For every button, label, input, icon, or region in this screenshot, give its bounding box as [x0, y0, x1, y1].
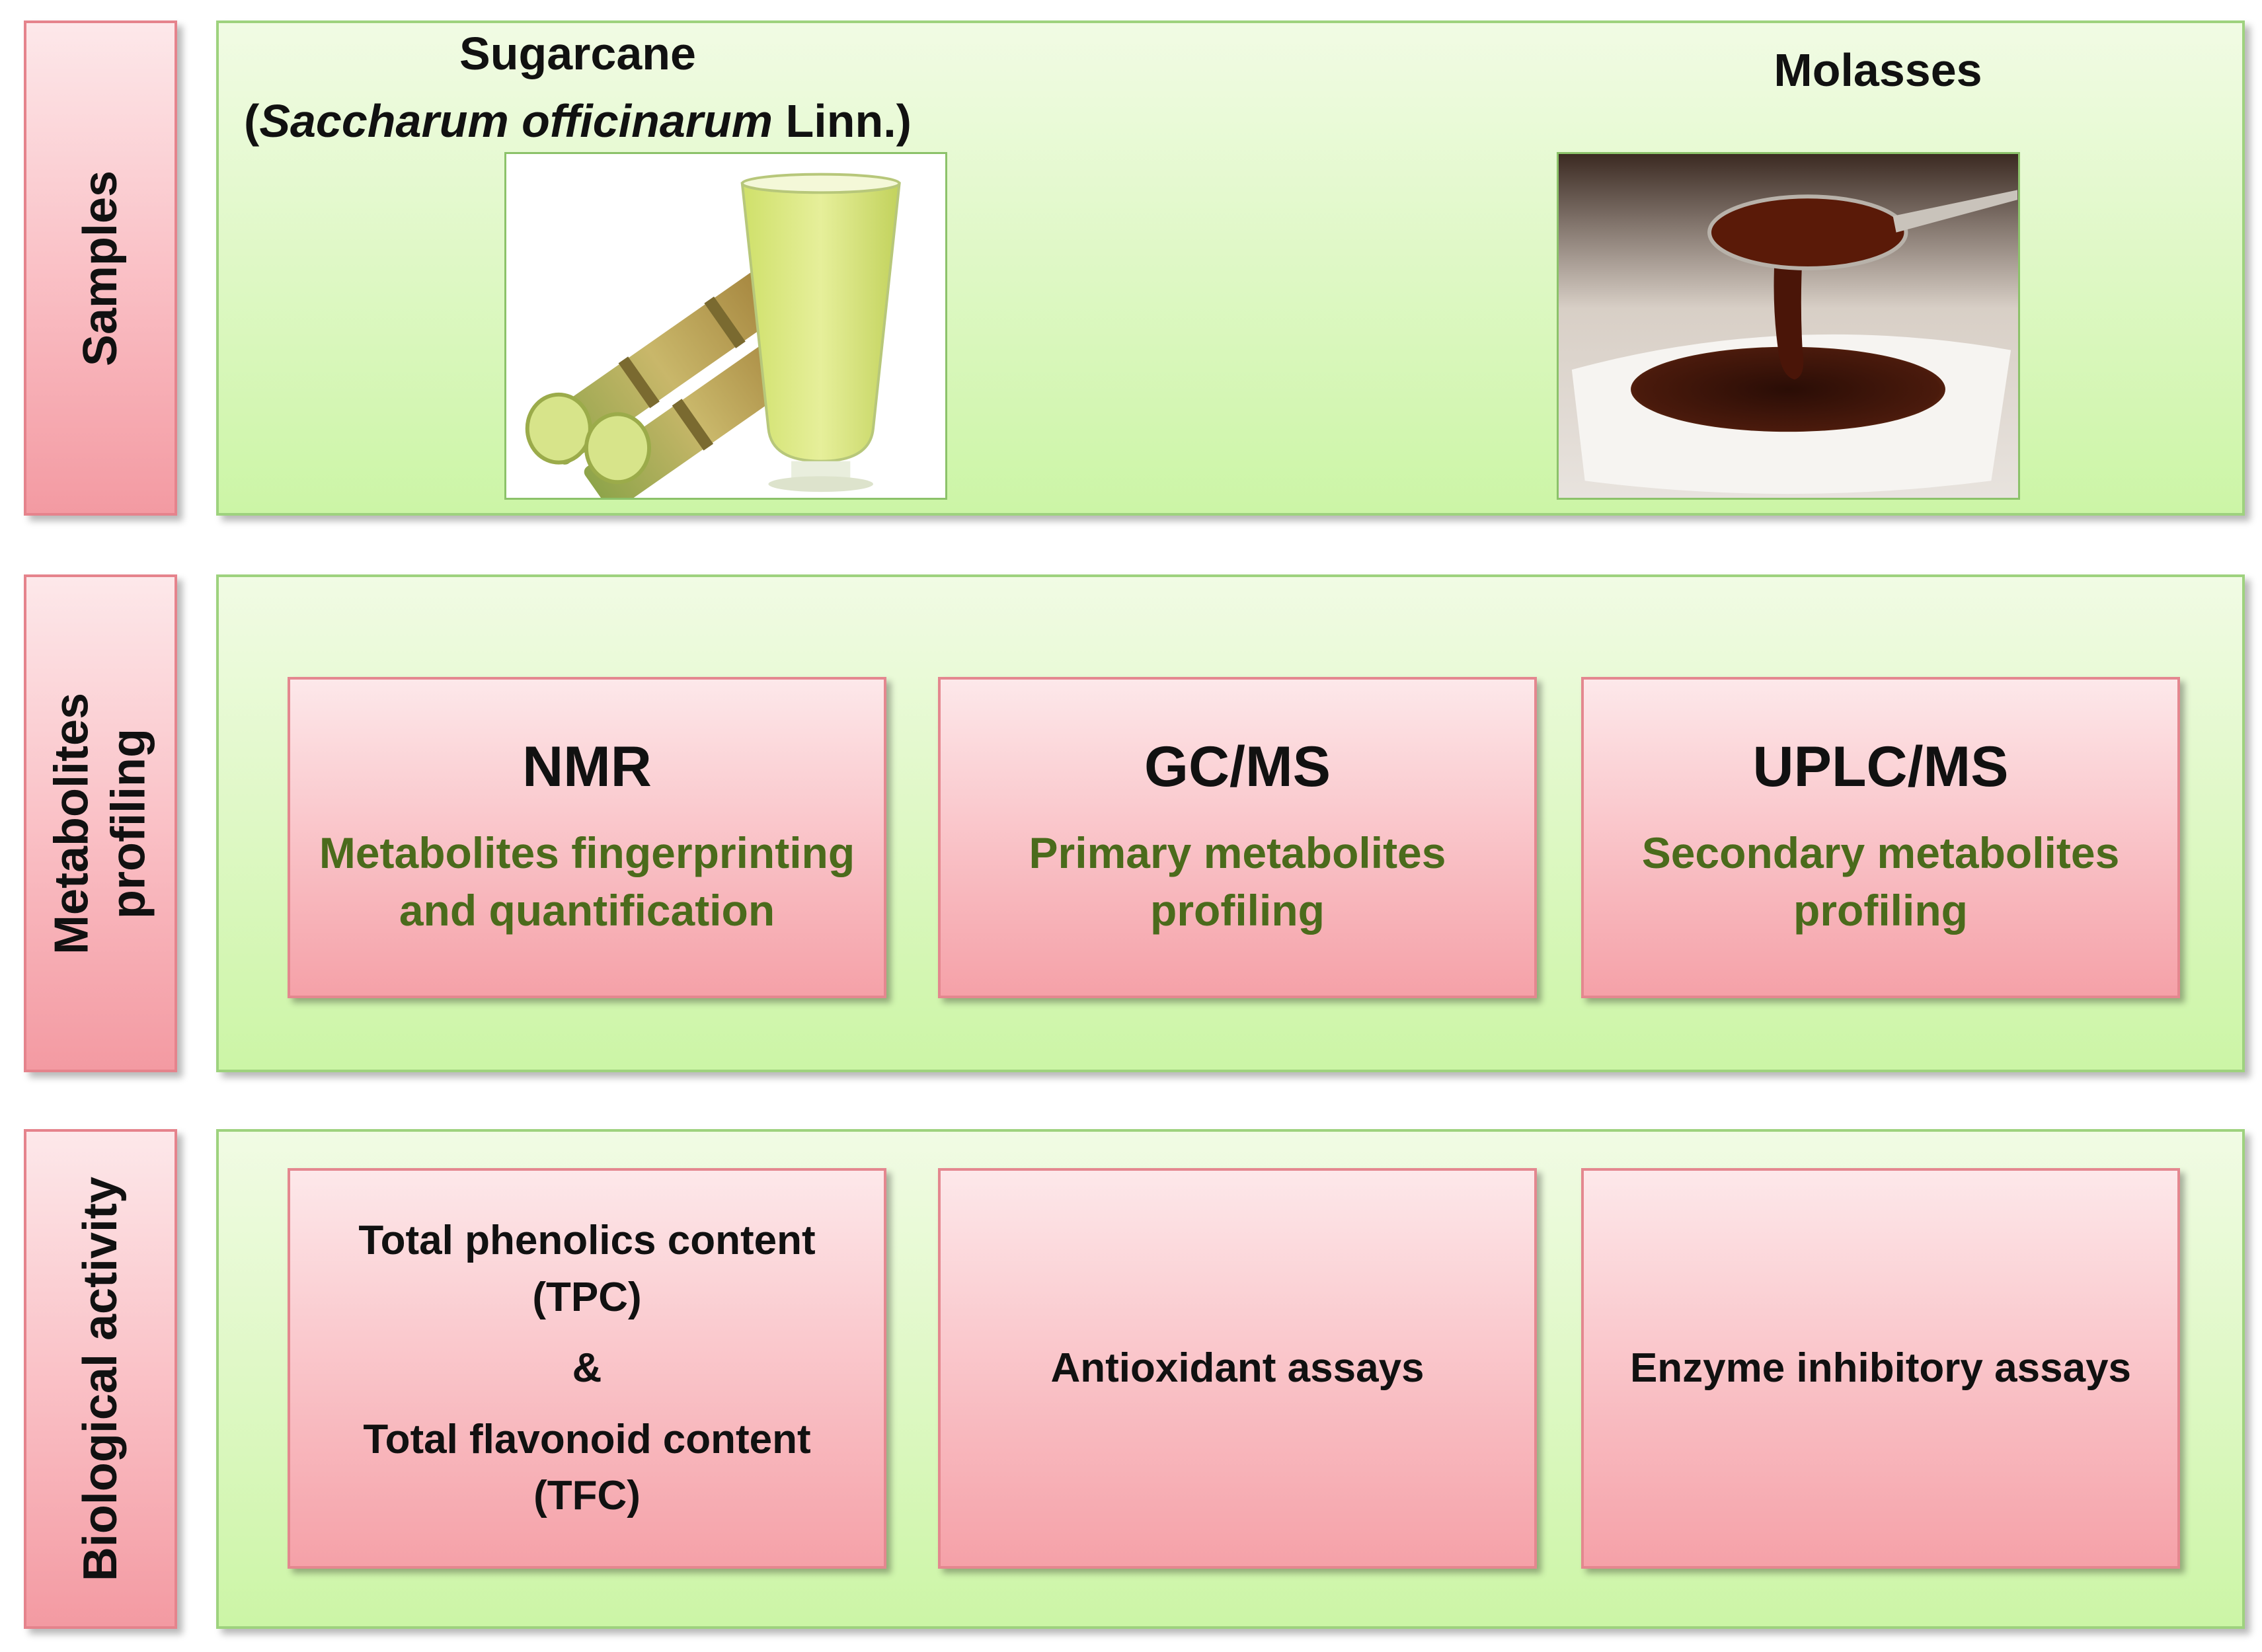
molasses-image: [1557, 152, 2020, 500]
tfc-line1: Total flavonoid content: [363, 1416, 811, 1462]
samples-label: Samples: [73, 170, 127, 366]
scientific-name-italic: Saccharum officinarum: [259, 95, 773, 147]
antioxidant-box: Antioxidant assays: [938, 1168, 1537, 1569]
ampersand: &: [572, 1345, 602, 1392]
tpc-tfc-box: Total phenolics content (TPC) & Total fl…: [288, 1168, 886, 1569]
nmr-box: NMR Metabolites fingerprinting and quant…: [288, 677, 886, 998]
enzyme-label: Enzyme inhibitory assays: [1629, 1345, 2132, 1392]
bioactivity-panel: Total phenolics content (TPC) & Total fl…: [216, 1129, 2245, 1629]
nmr-title: NMR: [522, 734, 652, 799]
uplcms-subtitle: Secondary metabolites profiling: [1641, 828, 2120, 935]
gcms-box: GC/MS Primary metabolites profiling: [938, 677, 1537, 998]
sugarcane-scientific-name: (Saccharum officinarum Linn.): [244, 95, 912, 147]
uplcms-title: UPLC/MS: [1752, 734, 2009, 799]
bioactivity-label: Biological activity: [73, 1176, 127, 1582]
molasses-title: Molasses: [1774, 44, 1982, 96]
profiling-panel: NMR Metabolites fingerprinting and quant…: [216, 574, 2245, 1072]
gcms-subtitle: Primary metabolites profiling: [1029, 828, 1446, 935]
row-label-profiling: Metabolites profiling: [24, 574, 177, 1072]
tpc-line2: (TPC): [532, 1274, 642, 1320]
samples-panel: Sugarcane (Saccharum officinarum Linn.): [216, 20, 2245, 516]
row-label-bioactivity: Biological activity: [24, 1129, 177, 1629]
row-label-samples: Samples: [24, 20, 177, 516]
tpc-line1: Total phenolics content: [358, 1218, 816, 1264]
uplcms-box: UPLC/MS Secondary metabolites profiling: [1581, 677, 2180, 998]
sugarcane-image: [504, 152, 947, 500]
tfc-line2: (TFC): [533, 1473, 641, 1519]
sugarcane-title: Sugarcane (Saccharum officinarum Linn.): [244, 20, 912, 155]
gcms-title: GC/MS: [1144, 734, 1331, 799]
nmr-subtitle: Metabolites fingerprinting and quantific…: [319, 828, 855, 935]
antioxidant-label: Antioxidant assays: [1050, 1345, 1424, 1392]
enzyme-box: Enzyme inhibitory assays: [1581, 1168, 2180, 1569]
profiling-label: Metabolites profiling: [45, 692, 155, 955]
sugarcane-name: Sugarcane: [459, 28, 696, 79]
